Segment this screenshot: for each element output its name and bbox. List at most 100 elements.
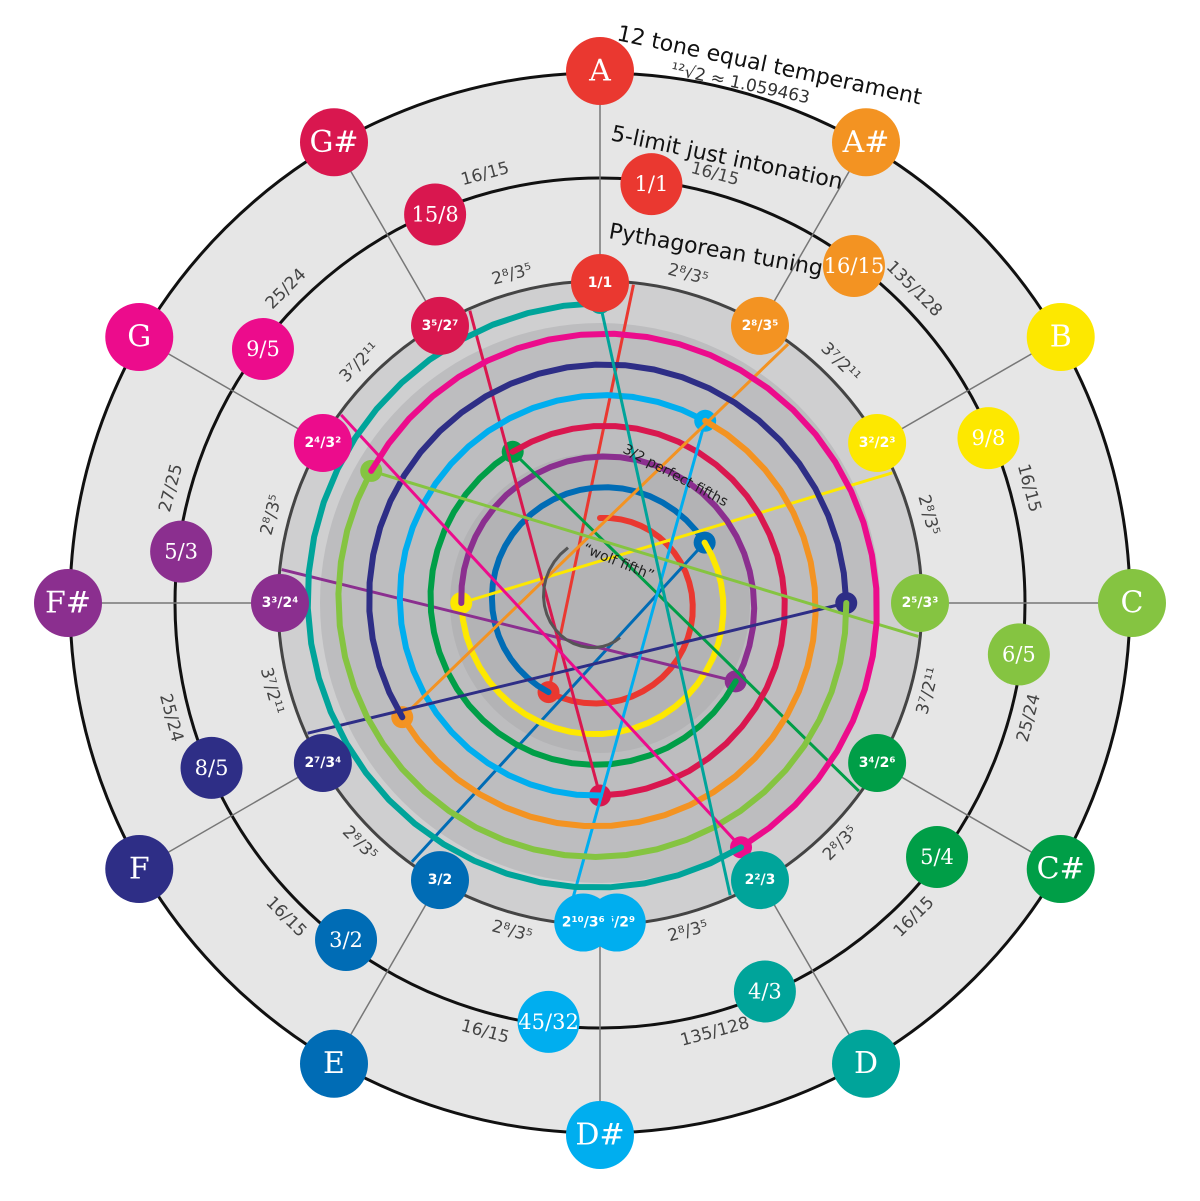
ji-note-A: 1/1 xyxy=(620,153,683,216)
et-note-G-label: G xyxy=(127,320,151,355)
et-note-D: D xyxy=(832,1029,900,1098)
ji-note-D#-label: 45/32 xyxy=(518,1010,579,1034)
et-note-E-label: E xyxy=(323,1046,345,1081)
ji-note-B: 9/8 xyxy=(957,407,1020,470)
ji-note-D#-circle xyxy=(517,990,580,1053)
ji-note-A-label: 1/1 xyxy=(635,172,669,196)
py-note-D#-b: 2¹⁰/3⁶ xyxy=(554,893,613,952)
py-note-A#-circle xyxy=(731,296,789,355)
spiral-segment-C xyxy=(335,467,850,861)
py-note-D-label: 2²/3 xyxy=(745,872,776,888)
et-note-F#: F# xyxy=(34,569,102,637)
et-note-D#-label: D# xyxy=(575,1118,624,1153)
et-note-F-label: F xyxy=(129,852,150,887)
spiral-connector-C xyxy=(370,469,919,638)
et-note-A#-label: A# xyxy=(842,125,890,160)
py-note-C#-circle xyxy=(848,734,907,792)
py-note-G#: 3⁵/2⁷ xyxy=(411,296,469,355)
ji-note-G-label: 9/5 xyxy=(246,337,280,361)
et-note-B: B xyxy=(1026,303,1095,371)
wolf-fifth-arc xyxy=(541,546,621,650)
py-note-B-label: 3²/2³ xyxy=(859,435,896,451)
et-note-G#-circle xyxy=(300,108,368,177)
spoke-A# xyxy=(760,141,867,325)
ji-note-A#-circle xyxy=(822,234,885,297)
py-note-E-circle xyxy=(411,851,469,910)
ji-note-D-label: 4/3 xyxy=(748,979,782,1003)
ji-note-G#: 15/8 xyxy=(404,183,467,246)
ji-note-A#: 16/15 xyxy=(822,234,885,297)
py-note-G#-circle xyxy=(411,296,469,355)
ji-note-C#-circle xyxy=(906,825,969,888)
et-note-C: C xyxy=(1098,569,1166,637)
py-note-G-circle xyxy=(293,414,352,472)
et-note-F: F xyxy=(105,835,174,903)
spoke-D xyxy=(760,881,867,1065)
spiral-connector-F# xyxy=(281,568,737,683)
ji-note-B-circle xyxy=(957,407,1020,470)
et-note-F-circle xyxy=(105,835,174,903)
py-note-E-label: 3/2 xyxy=(428,872,453,888)
ji-note-A-circle xyxy=(620,153,683,216)
py-note-G: 2⁴/3² xyxy=(293,414,352,472)
et-note-G-circle xyxy=(105,303,174,371)
et-note-D-circle xyxy=(832,1029,900,1098)
spiral-segment-F# xyxy=(458,453,758,685)
ji-note-F-circle xyxy=(180,736,243,799)
ji-note-F#-label: 5/3 xyxy=(164,540,198,564)
spoke-G# xyxy=(333,141,440,325)
spiral-segment-E xyxy=(488,484,708,696)
py-note-F#-label: 3³/2⁴ xyxy=(262,595,299,611)
ji-note-C: 6/5 xyxy=(987,623,1050,686)
et-note-E-circle xyxy=(300,1029,368,1098)
py-note-G-label: 2⁴/3² xyxy=(304,435,341,451)
py-note-D#-b-label: 2¹⁰/3⁶ xyxy=(562,915,605,931)
ji-note-E-label: 3/2 xyxy=(329,928,363,952)
ji-note-F#-circle xyxy=(150,520,213,583)
spiral-connector-D xyxy=(598,302,732,896)
py-note-D#-b-circle xyxy=(554,893,613,952)
ji-note-G: 9/5 xyxy=(231,318,294,381)
spokes xyxy=(68,71,1132,1135)
et-note-F#-circle xyxy=(34,569,102,637)
et-note-A#: A# xyxy=(832,108,900,177)
ji-note-G-circle xyxy=(231,318,294,381)
py-note-D-circle xyxy=(731,851,789,910)
et-note-B-label: B xyxy=(1050,320,1072,355)
ji-note-C#-label: 5/4 xyxy=(920,845,954,869)
spiral-segment-D# xyxy=(396,392,709,799)
py-note-D: 2²/3 xyxy=(731,851,789,910)
py-note-C#: 3⁴/2⁶ xyxy=(848,734,907,792)
et-note-D#: D# xyxy=(566,1101,634,1169)
py-note-F#-circle xyxy=(251,574,309,632)
ji-note-D: 4/3 xyxy=(733,960,796,1023)
ji-note-C#: 5/4 xyxy=(906,825,969,888)
et-note-A-label: A xyxy=(588,54,611,89)
et-note-C#-label: C# xyxy=(1037,852,1085,887)
et-note-G: G xyxy=(105,303,174,371)
et-note-C#-circle xyxy=(1026,835,1095,903)
et-note-G#: G# xyxy=(300,108,368,177)
spiral-segment-G# xyxy=(509,423,788,799)
et-note-C-label: C xyxy=(1121,586,1144,621)
spiral-connector-D# xyxy=(565,420,707,922)
py-note-A-label: 1/1 xyxy=(588,275,613,291)
py-note-B: 3²/2³ xyxy=(848,414,907,472)
spoke-B xyxy=(878,336,1062,443)
ji-note-E-circle xyxy=(315,909,378,972)
spiral-segment-C# xyxy=(427,448,739,768)
ji-note-F-label: 8/5 xyxy=(195,756,229,780)
spiral-segment-D xyxy=(304,300,744,891)
ji-note-C-circle xyxy=(987,623,1050,686)
et-note-D-label: D xyxy=(854,1046,878,1081)
py-note-C: 2⁵/3³ xyxy=(891,574,949,632)
ji-note-F: 8/5 xyxy=(180,736,243,799)
spoke-F xyxy=(138,763,322,870)
fifths-spiral xyxy=(281,284,919,922)
spiral-segment-F xyxy=(366,361,850,721)
py-note-E: 3/2 xyxy=(411,851,469,910)
ji-note-D#: 45/32 xyxy=(517,990,580,1053)
